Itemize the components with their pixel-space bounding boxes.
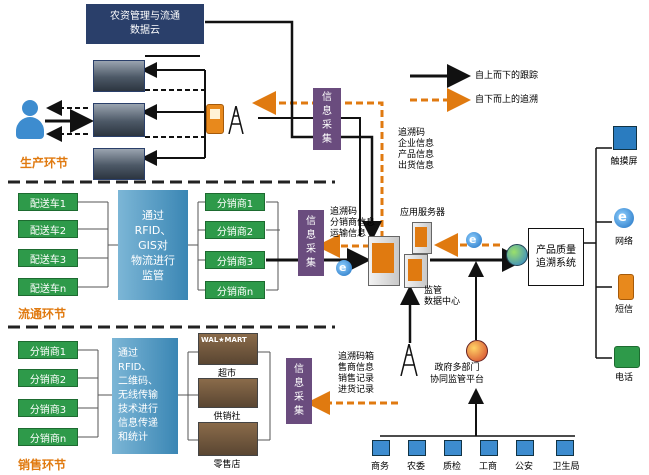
touchscreen-icon bbox=[613, 126, 637, 150]
department-label-industry: 工商 bbox=[478, 462, 497, 472]
data-center-server-icon-2 bbox=[404, 254, 428, 288]
store-label-retail: 零售店 bbox=[213, 460, 241, 470]
terminal-label-touchscreen: 触摸屏 bbox=[610, 157, 638, 167]
legend-bottom-up-label: 自下而上的追溯 bbox=[475, 95, 539, 105]
store-photo-retail bbox=[198, 422, 258, 456]
delivery-car-n: 配送车n bbox=[18, 278, 78, 296]
trace-system-box: 产品质量 追溯系统 bbox=[528, 228, 584, 286]
department-computer-icon-3 bbox=[444, 440, 462, 456]
sms-phone-icon bbox=[618, 274, 634, 300]
section-production-label: 生产环节 bbox=[20, 156, 69, 170]
terminal-label-phone: 电话 bbox=[614, 373, 633, 383]
trace-info-production-2: 产品信息 bbox=[398, 150, 435, 160]
department-label-agriculture: 农委 bbox=[406, 462, 425, 472]
department-label-police: 公安 bbox=[514, 462, 533, 472]
department-label-commerce: 商务 bbox=[370, 462, 389, 472]
delivery-car-3: 配送车3 bbox=[18, 249, 78, 267]
data-center-server-icon-1 bbox=[412, 222, 432, 254]
department-computer-icon-4 bbox=[480, 440, 498, 456]
store-label-coop: 供销社 bbox=[213, 412, 241, 422]
department-label-health: 卫生局 bbox=[552, 462, 580, 472]
walmart-sign: WAL★MART bbox=[201, 336, 247, 344]
department-computer-icon-6 bbox=[556, 440, 574, 456]
collect-box-sales: 信息采集 bbox=[286, 358, 312, 424]
distributor-mid-n: 分销商n bbox=[205, 281, 265, 299]
trace-info-production-3: 出货信息 bbox=[398, 161, 435, 171]
ie-browser-icon-left: e bbox=[336, 260, 352, 276]
globe-icon bbox=[506, 244, 528, 266]
app-server-icon bbox=[368, 236, 400, 286]
store-photo-coop bbox=[198, 378, 258, 408]
trace-info-sales-2: 销售记录 bbox=[338, 374, 375, 384]
ie-browser-icon-right: e bbox=[466, 232, 482, 248]
trace-info-circulation-2: 运输信息 bbox=[330, 229, 367, 239]
distributor-sales-2: 分销商2 bbox=[18, 369, 78, 387]
trace-info-sales: 追溯码箱 售商信息 销售记录 进货记录 bbox=[338, 352, 374, 396]
signal-tower-icon-top bbox=[228, 105, 244, 135]
terminal-label-network: 网络 bbox=[614, 237, 633, 247]
distributor-sales-3: 分销商3 bbox=[18, 399, 78, 417]
trace-info-sales-1: 售商信息 bbox=[338, 363, 375, 373]
farmer-person-icon bbox=[14, 100, 46, 142]
store-label-supermarket: 超市 bbox=[217, 369, 236, 379]
distributor-sales-n: 分销商n bbox=[18, 428, 78, 446]
telephone-icon bbox=[614, 346, 640, 368]
app-server-label: 应用服务器 bbox=[400, 208, 446, 218]
network-ie-icon: e bbox=[614, 208, 634, 228]
department-computer-icon-5 bbox=[516, 440, 534, 456]
distributor-mid-3: 分销商3 bbox=[205, 251, 265, 269]
trace-info-sales-0: 追溯码箱 bbox=[338, 352, 375, 362]
collect-label-sales: 信息采集 bbox=[294, 364, 304, 417]
production-photo-2 bbox=[93, 103, 145, 137]
gis-monitoring-box: 通过 RFID、 GIS对 物流进行 监管 bbox=[118, 190, 188, 300]
mobile-phone-icon bbox=[206, 104, 224, 134]
data-center-label: 监管 数据中心 bbox=[424, 286, 461, 307]
trace-system-label: 产品质量 追溯系统 bbox=[536, 245, 576, 269]
trace-info-circulation-0: 追溯码 bbox=[330, 207, 358, 217]
distributor-mid-1: 分销商1 bbox=[205, 193, 265, 211]
collect-box-production: 信息采集 bbox=[313, 88, 341, 150]
trace-info-circulation: 追溯码 分销商信息 运输信息 bbox=[330, 207, 375, 240]
delivery-car-2: 配送车2 bbox=[18, 220, 78, 238]
collect-box-circulation: 信息采集 bbox=[298, 210, 324, 276]
collect-label-circulation: 信息采集 bbox=[306, 216, 316, 269]
trace-info-sales-3: 进货记录 bbox=[338, 385, 375, 395]
wireless-transfer-box: 通过 RFID、 二维码、 无线传输 技术进行 信息传递 和统计 bbox=[112, 338, 178, 454]
production-photo-1 bbox=[93, 60, 145, 92]
trace-info-production: 追溯码 企业信息 产品信息 出货信息 bbox=[398, 128, 434, 172]
department-label-quality: 质检 bbox=[442, 462, 461, 472]
department-computer-icon-2 bbox=[408, 440, 426, 456]
legend-top-down-label: 自上而下的跟踪 bbox=[475, 71, 539, 81]
distributor-mid-2: 分销商2 bbox=[205, 221, 265, 239]
trace-info-production-0: 追溯码 bbox=[398, 128, 426, 138]
department-computer-icon-1 bbox=[372, 440, 390, 456]
gov-platform-icon bbox=[466, 340, 488, 362]
gov-platform-label: 政府多部门 协同监管平台 bbox=[430, 363, 485, 385]
delivery-car-1: 配送车1 bbox=[18, 193, 78, 211]
distributor-sales-1: 分销商1 bbox=[18, 341, 78, 359]
section-sales-label: 销售环节 bbox=[18, 458, 67, 472]
store-photo-supermarket: WAL★MART bbox=[198, 333, 258, 365]
section-circulation-label: 流通环节 bbox=[18, 307, 67, 321]
terminal-label-sms: 短信 bbox=[614, 305, 633, 315]
signal-tower-icon-bottom bbox=[400, 343, 418, 377]
trace-info-production-1: 企业信息 bbox=[398, 139, 435, 149]
data-cloud-box: 农资管理与流通 数据云 bbox=[86, 4, 204, 44]
production-photo-3 bbox=[93, 148, 145, 180]
collect-label-production: 信息采集 bbox=[322, 92, 332, 145]
trace-info-circulation-1: 分销商信息 bbox=[330, 218, 376, 228]
